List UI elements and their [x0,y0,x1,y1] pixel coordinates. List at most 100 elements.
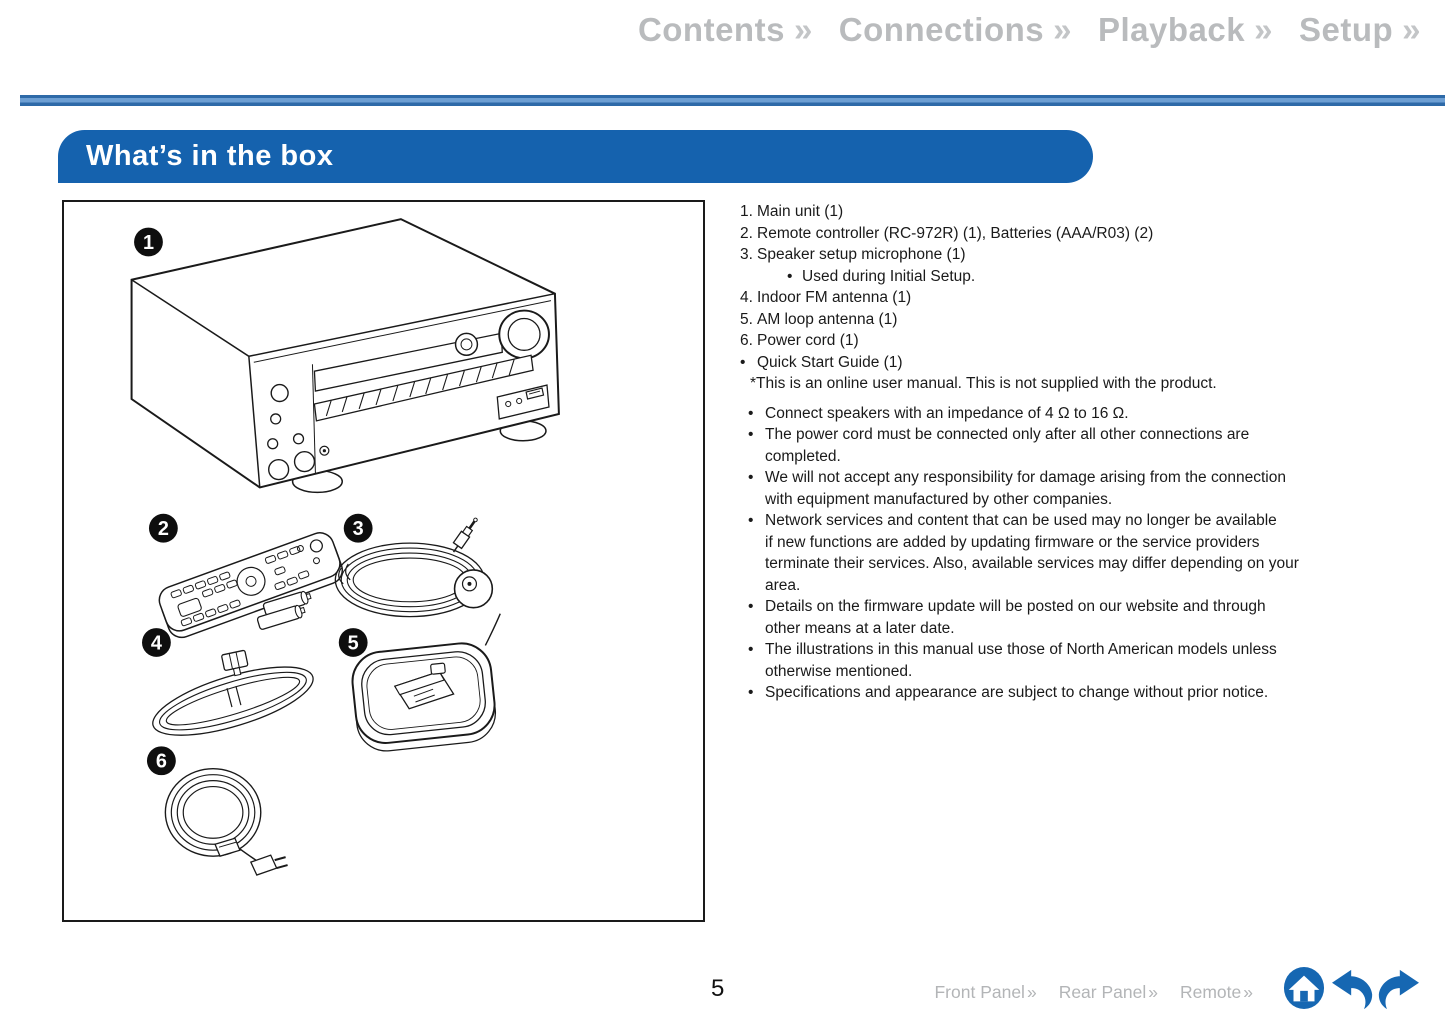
note-item: • Specifications and appearance are subj… [740,682,1440,704]
badge-4: 4 [151,632,162,654]
footer-link-front-panel[interactable]: Front Panel » [934,982,1036,1003]
bullet-icon: • [748,684,754,701]
redo-arrow-icon [1378,969,1419,1010]
bullet-icon: • [748,404,754,422]
list-item: 1. Main unit (1) [740,201,1440,223]
list-marker: 4. [740,289,753,306]
chevron-right-icon: » [1148,982,1158,1002]
note-text: other means at a later date. [765,619,955,637]
packing-list: 1. Main unit (1) 2. Remote controller (R… [740,201,1440,704]
home-button[interactable] [1283,965,1325,1016]
divider-rule [20,95,1445,106]
batteries-illustration [256,590,312,630]
note-text: We will not accept any responsibility fo… [765,469,1286,486]
nav-label: Playback [1098,11,1246,48]
undo-arrow-icon [1332,969,1373,1010]
list-item: 5. AM loop antenna (1) [740,309,1440,331]
list-text: Quick Start Guide (1) [757,353,903,371]
packing-illustration-box: 1 2 3 4 5 6 [62,200,705,922]
note-text: Details on the firmware update will be p… [765,598,1266,615]
note-text: completed. [765,447,841,465]
bullet-icon: • [748,426,754,443]
list-text: Speaker setup microphone (1) [757,246,966,263]
footer-link-remote[interactable]: Remote » [1180,982,1253,1003]
list-marker: 5. [740,310,753,328]
chevron-right-icon: » [1053,11,1072,48]
breadcrumb-nav: Contents » Connections » Playback » Setu… [638,10,1421,50]
footnote: *This is an online user manual. This is … [750,375,1217,392]
list-subtext: Used during Initial Setup. [802,267,976,285]
chevron-right-icon: » [1254,11,1273,48]
forward-button[interactable] [1376,969,1420,1016]
list-item: • Quick Start Guide (1) [740,352,1440,374]
badge-2: 2 [158,518,169,540]
list-item: 6. Power cord (1) [740,330,1440,352]
list-text: Power cord (1) [757,332,859,349]
note-text: The illustrations in this manual use tho… [765,641,1277,658]
nav-playback[interactable]: Playback » [1098,10,1273,50]
note-item: • The illustrations in this manual use t… [740,639,1440,682]
list-marker: 6. [740,332,753,349]
note-item: • Network services and content that can … [740,510,1440,596]
list-item: 3. Speaker setup microphone (1) [740,244,1440,266]
nav-contents[interactable]: Contents » [638,10,813,50]
badge-5: 5 [348,632,359,654]
list-marker: 1. [740,203,753,220]
page-title: What’s in the box [86,140,334,172]
remote-controller-illustration [158,532,344,639]
list-text: AM loop antenna (1) [757,310,898,328]
nav-setup[interactable]: Setup » [1299,10,1421,50]
footer-link-label: Front Panel [934,982,1025,1002]
chevron-right-icon: » [1402,11,1421,48]
nav-label: Contents [637,11,785,48]
home-icon [1283,967,1325,1009]
nav-label: Connections [838,11,1045,48]
nav-connections[interactable]: Connections » [839,10,1072,50]
note-text: Specifications and appearance are subjec… [765,684,1269,701]
bullet-icon: • [748,598,754,615]
chevron-right-icon: » [793,11,813,48]
note-item: • The power cord must be connected only … [740,424,1440,467]
setup-microphone-illustration [334,517,494,618]
note-text: with equipment manufactured by other com… [765,490,1113,508]
bullet-icon: • [787,267,793,285]
bullet-icon: • [740,353,746,371]
note-item: • We will not accept any responsibility … [740,467,1440,510]
list-marker: 3. [740,246,753,263]
footer-link-rear-panel[interactable]: Rear Panel » [1059,982,1158,1003]
bullet-icon: • [748,469,754,486]
fm-antenna-illustration [152,649,314,736]
note-text: otherwise mentioned. [765,662,913,680]
note-text: if new functions are added by updating f… [765,533,1260,551]
list-text: Remote controller (RC-972R) (1), Batteri… [757,224,1154,242]
badge-6: 6 [156,751,167,773]
footer-link-label: Remote [1179,982,1242,1002]
list-text: Main unit (1) [757,203,844,220]
back-button[interactable] [1331,969,1375,1016]
item-badges: 1 2 3 4 5 6 [134,227,373,776]
note-text: The power cord must be connected only af… [765,426,1250,443]
list-subitem: • Used during Initial Setup. [740,266,1440,288]
section-header: What’s in the box [58,130,1093,183]
footer-nav: Front Panel » Rear Panel » Remote » [934,982,1253,1003]
page-number: 5 [711,975,725,1002]
chevron-right-icon: » [1243,982,1253,1002]
list-item: 2. Remote controller (RC-972R) (1), Batt… [740,223,1440,245]
note-text: Connect speakers with an impedance of 4 … [765,404,1129,422]
footer-link-label: Rear Panel [1058,982,1147,1002]
list-marker: 2. [740,224,753,242]
chevron-right-icon: » [1026,982,1037,1002]
note-text: area. [765,576,801,594]
note-text: Network services and content that can be… [765,512,1277,529]
note-item: • Connect speakers with an impedance of … [740,403,1440,425]
nav-label: Setup [1298,11,1394,48]
bullet-icon: • [748,512,754,529]
badge-3: 3 [353,518,364,540]
bullet-icon: • [748,641,754,658]
note-item: • Details on the firmware update will be… [740,596,1440,639]
main-unit-illustration [130,218,560,494]
list-item: 4. Indoor FM antenna (1) [740,287,1440,309]
notes-list: • Connect speakers with an impedance of … [740,403,1440,704]
packing-illustration: 1 2 3 4 5 6 [130,218,560,876]
